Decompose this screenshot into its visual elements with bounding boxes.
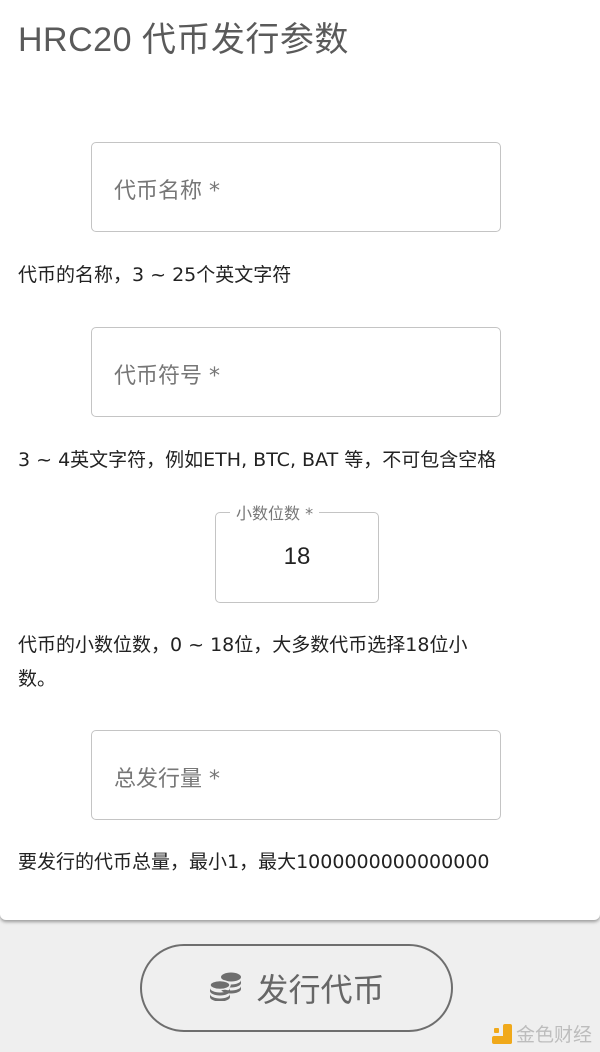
token-symbol-input[interactable]: 代币符号 * — [91, 327, 501, 417]
decimals-help-line2: 数。 — [18, 668, 57, 690]
coins-icon — [208, 971, 244, 1005]
decimals-help: 代币的小数位数，0 ~ 18位，大多数代币选择18位小 数。 — [18, 628, 467, 696]
page-title: HRC20 代币发行参数 — [18, 21, 349, 59]
token-name-help: 代币的名称，3 ~ 25个英文字符 — [18, 264, 292, 286]
total-supply-input[interactable]: 总发行量 * — [91, 730, 501, 820]
decimals-help-line1: 代币的小数位数，0 ~ 18位，大多数代币选择18位小 — [18, 634, 468, 656]
issue-token-button[interactable]: 发行代币 — [140, 944, 453, 1032]
watermark-text: 金色财经 — [515, 1024, 592, 1046]
decimals-input[interactable]: 小数位数 * 18 — [215, 500, 379, 603]
watermark: 金色财经 — [491, 1020, 592, 1047]
token-symbol-placeholder: 代币符号 * — [114, 364, 220, 389]
token-name-input[interactable]: 代币名称 * — [91, 142, 501, 232]
jinse-logo-icon — [491, 1023, 512, 1044]
total-supply-help: 要发行的代币总量，最小1，最大1000000000000000 — [18, 851, 490, 873]
form-card: HRC20 代币发行参数 代币名称 * 代币的名称，3 ~ 25个英文字符 代币… — [0, 0, 600, 920]
issue-token-label: 发行代币 — [256, 971, 385, 1009]
decimals-value: 18 — [283, 543, 311, 570]
token-name-placeholder: 代币名称 * — [114, 179, 220, 204]
total-supply-placeholder: 总发行量 * — [114, 767, 220, 792]
token-symbol-help: 3 ~ 4英文字符，例如ETH, BTC, BAT 等，不可包含空格 — [18, 449, 497, 471]
decimals-label: 小数位数 * — [230, 500, 320, 524]
